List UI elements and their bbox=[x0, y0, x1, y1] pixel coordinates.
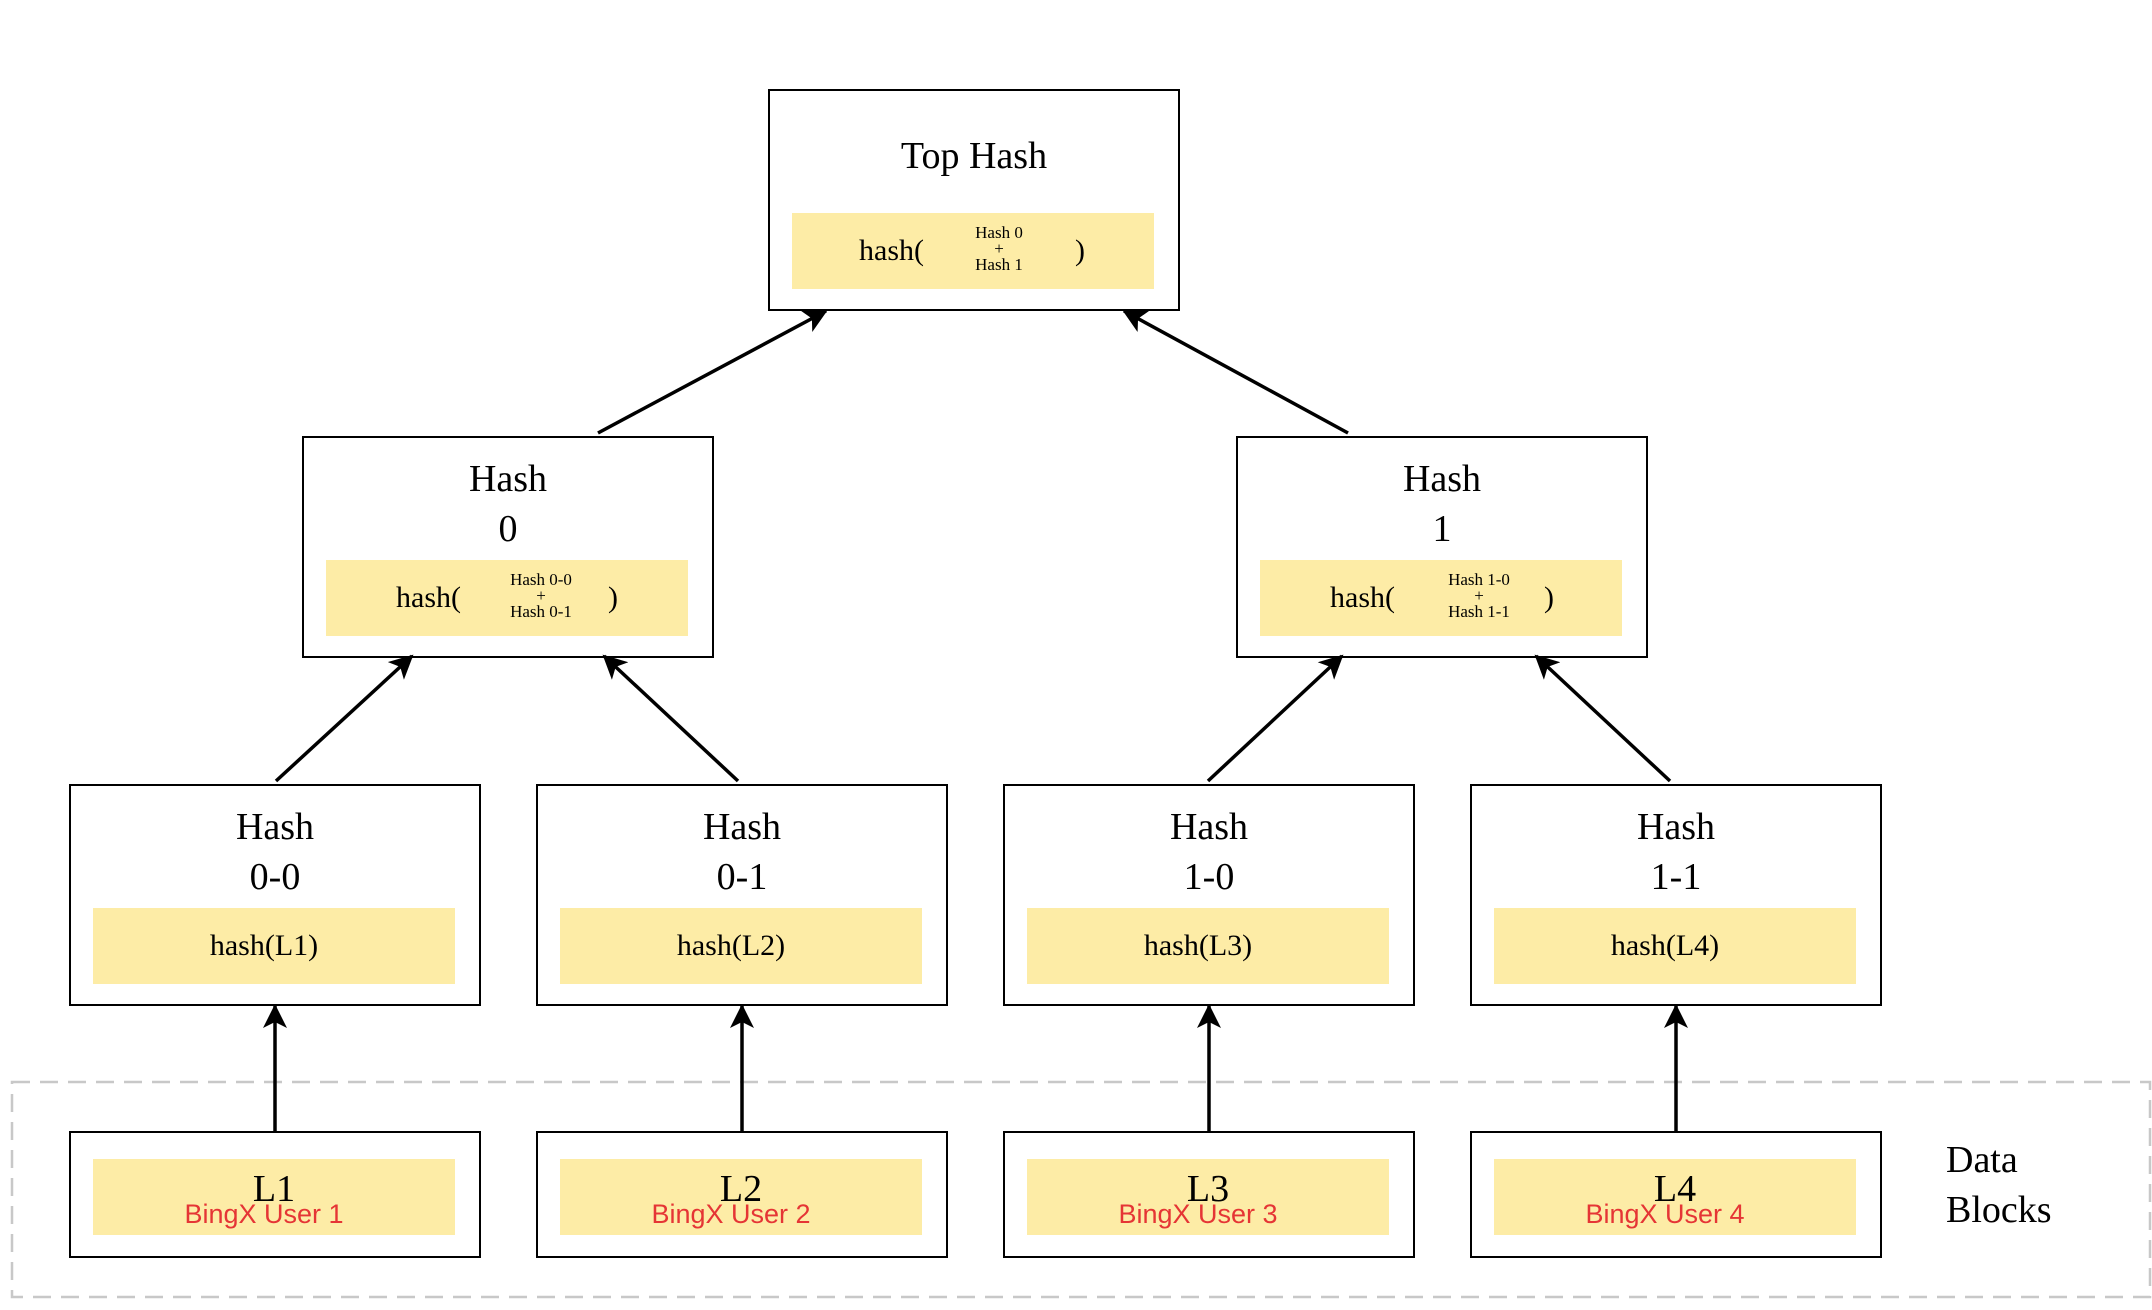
data-block-label: L2 bbox=[719, 1168, 763, 1210]
formula-operands: Hash 0 + Hash 1 bbox=[975, 223, 1023, 274]
arrow-hash00-to-hash0 bbox=[274, 654, 414, 783]
data-block-l4-strip: L4 BingX User 4 bbox=[1494, 1159, 1856, 1235]
arrow-hash1-to-top bbox=[1122, 309, 1349, 435]
hash-1-1-node: Hash 1-1 hash(L4) bbox=[1470, 784, 1882, 1006]
top-hash-node: Top Hash hash( Hash 0 + Hash 1 ) bbox=[768, 89, 1180, 311]
formula-fn: hash(L2) bbox=[676, 929, 786, 962]
hash-0-title: Hash 0 bbox=[468, 458, 548, 550]
arrow-hash01-to-hash0 bbox=[602, 654, 740, 783]
data-block-user: BingX User 3 bbox=[1118, 1199, 1278, 1229]
hash-1-title: Hash 1 bbox=[1402, 458, 1482, 550]
data-blocks-legend: Data Blocks bbox=[1946, 1139, 2052, 1231]
hash-0-0-node: Hash 0-0 hash(L1) bbox=[69, 784, 481, 1006]
data-block-user: BingX User 1 bbox=[184, 1199, 344, 1229]
arrow-hash0-to-top bbox=[597, 309, 828, 435]
top-hash-formula: hash( Hash 0 + Hash 1 ) bbox=[792, 213, 1154, 289]
data-block-l2-strip: L2 BingX User 2 bbox=[560, 1159, 922, 1235]
formula-close: ) bbox=[1075, 234, 1085, 267]
data-block-l1: L1 BingX User 1 bbox=[69, 1131, 481, 1258]
formula-close: ) bbox=[608, 581, 618, 614]
hash-1-1-formula: hash(L4) bbox=[1494, 908, 1856, 984]
formula-fn: hash(L4) bbox=[1610, 929, 1720, 962]
data-block-l2: L2 BingX User 2 bbox=[536, 1131, 948, 1258]
hash-1-1-title: Hash 1-1 bbox=[1636, 806, 1716, 898]
data-block-l4: L4 BingX User 4 bbox=[1470, 1131, 1882, 1258]
formula-operands: Hash 1-0 + Hash 1-1 bbox=[1448, 570, 1510, 621]
data-block-label: L3 bbox=[1186, 1168, 1230, 1210]
data-block-label: L1 bbox=[252, 1168, 296, 1210]
formula-fn: hash( bbox=[396, 581, 461, 614]
hash-0-1-formula: hash(L2) bbox=[560, 908, 922, 984]
hash-0-1-title: Hash 0-1 bbox=[702, 806, 782, 898]
formula-fn: hash(L1) bbox=[209, 929, 319, 962]
data-block-l3: L3 BingX User 3 bbox=[1003, 1131, 1415, 1258]
data-block-user: BingX User 2 bbox=[651, 1199, 811, 1229]
hash-1-node: Hash 1 hash( Hash 1-0 + Hash 1-1 ) bbox=[1236, 436, 1648, 658]
formula-close: ) bbox=[1544, 581, 1554, 614]
arrow-hash10-to-hash1 bbox=[1206, 654, 1344, 783]
data-block-label: L4 bbox=[1653, 1168, 1697, 1210]
hash-0-formula: hash( Hash 0-0 + Hash 0-1 ) bbox=[326, 560, 688, 636]
hash-0-node: Hash 0 hash( Hash 0-0 + Hash 0-1 ) bbox=[302, 436, 714, 658]
top-hash-title: Top Hash bbox=[900, 135, 1048, 177]
formula-fn: hash(L3) bbox=[1143, 929, 1253, 962]
hash-1-formula: hash( Hash 1-0 + Hash 1-1 ) bbox=[1260, 560, 1622, 636]
formula-fn: hash( bbox=[1330, 581, 1395, 614]
data-block-l1-strip: L1 BingX User 1 bbox=[93, 1159, 455, 1235]
data-block-l3-strip: L3 BingX User 3 bbox=[1027, 1159, 1389, 1235]
hash-0-0-formula: hash(L1) bbox=[93, 908, 455, 984]
formula-fn: hash( bbox=[859, 234, 924, 267]
arrow-hash11-to-hash1 bbox=[1534, 654, 1672, 783]
hash-1-0-title: Hash 1-0 bbox=[1169, 806, 1249, 898]
hash-1-0-node: Hash 1-0 hash(L3) bbox=[1003, 784, 1415, 1006]
data-block-user: BingX User 4 bbox=[1585, 1199, 1745, 1229]
hash-0-0-title: Hash 0-0 bbox=[235, 806, 315, 898]
formula-operands: Hash 0-0 + Hash 0-1 bbox=[510, 570, 572, 621]
hash-1-0-formula: hash(L3) bbox=[1027, 908, 1389, 984]
